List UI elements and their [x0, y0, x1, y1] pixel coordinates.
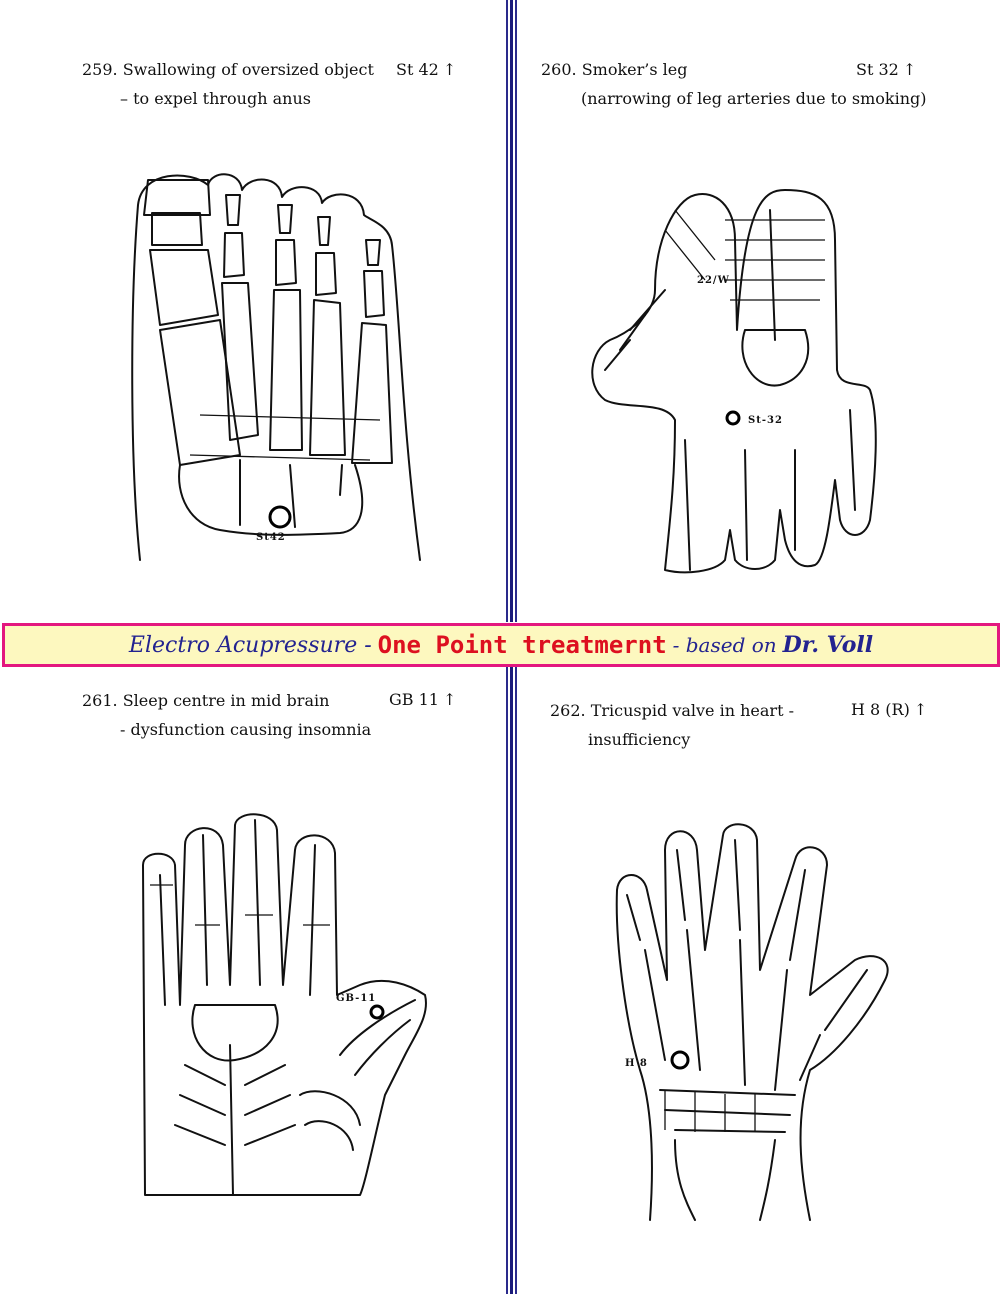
entry-262-text: 262. Tricuspid valve in heart - insuffic… — [550, 696, 794, 754]
up-arrow-icon: ↑ — [442, 690, 457, 709]
up-arrow-icon: ↑ — [442, 60, 457, 79]
acupoint-marker — [670, 1050, 690, 1070]
entry-261-code: GB 11↑ — [389, 690, 457, 709]
entry-title: Swallowing of oversized object — [122, 60, 374, 79]
column-divider-top — [506, 0, 517, 622]
entry-259-code: St 42↑ — [396, 60, 457, 79]
acupoint-label: GB-11 — [336, 993, 376, 1004]
acupoint-marker — [369, 1004, 385, 1020]
entry-title: Tricuspid valve in heart - — [590, 701, 794, 720]
acupoint-label: H 8 — [625, 1058, 648, 1069]
banner-part-3: - based on — [672, 633, 777, 657]
entry-subtitle: – to expel through anus — [120, 89, 311, 108]
entry-number: 259. — [82, 60, 118, 79]
entry-number: 260. — [541, 60, 577, 79]
entry-subtitle: - dysfunction causing insomnia — [120, 720, 372, 739]
hand-skeleton-illustration-262: H 8 — [615, 823, 889, 1221]
entry-261-text: 261. Sleep centre in mid brain - dysfunc… — [82, 686, 371, 744]
banner-part-1: Electro Acupressure - — [128, 632, 372, 658]
entry-number: 261. — [82, 691, 118, 710]
up-arrow-icon: ↑ — [902, 60, 917, 79]
up-arrow-icon: ↑ — [913, 700, 928, 719]
entry-title: Sleep centre in mid brain — [122, 691, 330, 710]
banner-part-2: One Point treatmernt — [377, 631, 667, 659]
foot-skeleton-illustration: St42 — [131, 173, 421, 561]
banner-part-4: Dr. Voll — [782, 632, 874, 658]
acupoint-label: St-32 — [748, 415, 783, 426]
title-banner: Electro Acupressure - One Point treatmer… — [2, 623, 1000, 667]
entry-259-text: 259. Swallowing of oversized object – to… — [82, 55, 374, 113]
extra-label: 22/W — [697, 275, 730, 286]
hand-body-skeleton-illustration-261: GB-11 — [142, 813, 427, 1196]
acupoint-marker — [725, 410, 741, 426]
entry-subtitle: insufficiency — [588, 730, 691, 749]
hand-body-skeleton-illustration-260: St-32 22/W — [591, 189, 877, 574]
entry-260-text: 260. Smoker’s leg (narrowing of leg arte… — [541, 55, 927, 113]
entry-260-code: St 32↑ — [856, 60, 917, 79]
entry-title: Smoker’s leg — [581, 60, 688, 79]
entry-262-code: H 8 (R)↑ — [851, 700, 928, 719]
entry-number: 262. — [550, 701, 586, 720]
entry-subtitle: (narrowing of leg arteries due to smokin… — [581, 89, 927, 108]
acupoint-marker — [268, 505, 292, 529]
column-divider-bottom — [506, 665, 517, 1294]
acupoint-label: St42 — [256, 532, 286, 543]
